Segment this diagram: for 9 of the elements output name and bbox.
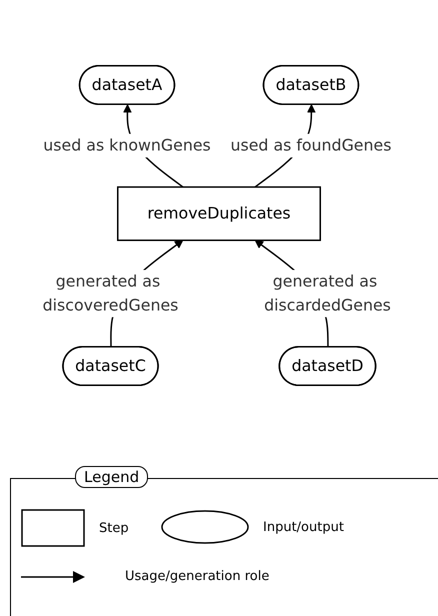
edge-label: generated as discoveredGenes <box>42 271 178 314</box>
legend-label: Usage/generation role <box>125 569 270 584</box>
node-box: removeDuplicates <box>117 186 321 241</box>
legend-label: Step <box>99 520 129 536</box>
edge-label: used as knownGenes <box>43 135 211 154</box>
legend-title: Legend <box>75 466 148 488</box>
edge-label: used as foundGenes <box>230 135 392 154</box>
legend-label: Input/output <box>263 520 344 534</box>
edge-label: generated as discardedGenes <box>264 271 391 314</box>
